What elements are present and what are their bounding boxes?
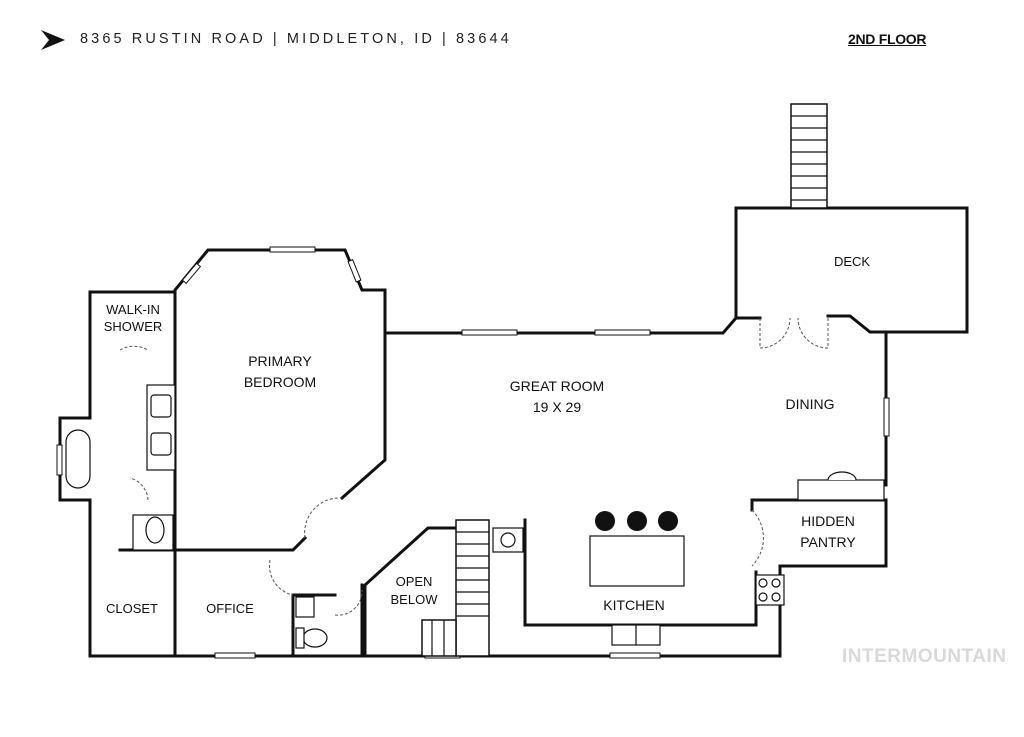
label-open-below-1: OPEN xyxy=(396,574,433,589)
header: 8365 RUSTIN ROAD | MIDDLETON, ID | 83644… xyxy=(0,0,1024,80)
stairs-landing xyxy=(421,619,457,657)
window-office xyxy=(214,652,256,659)
door-pantry xyxy=(751,509,764,567)
sink-icon xyxy=(295,596,315,618)
window-bedroom-top xyxy=(269,246,316,253)
pantry-shelf xyxy=(797,479,885,501)
label-office: OFFICE xyxy=(206,601,254,616)
window-great-1 xyxy=(461,329,518,336)
door-dining-right xyxy=(797,317,829,349)
kitchen-island xyxy=(589,535,685,587)
label-great-room: GREAT ROOM xyxy=(510,378,604,394)
bar-stools xyxy=(595,511,678,531)
window-bedroom-left xyxy=(181,262,202,285)
window-bedroom-right xyxy=(347,259,362,283)
window-dining xyxy=(883,397,890,437)
window-great-2 xyxy=(594,329,651,336)
label-primary-bedroom-1: PRIMARY xyxy=(248,353,312,369)
sink-icon xyxy=(150,394,172,418)
watermark-logo: INTERMOUNTAIN xyxy=(842,646,1006,667)
toilet-icon xyxy=(302,628,328,648)
door-wc xyxy=(129,477,149,501)
label-primary-bedroom-2: BEDROOM xyxy=(244,374,316,390)
wall-bedroom-bottom xyxy=(173,535,308,552)
floor-label: 2ND FLOOR xyxy=(848,31,927,47)
deck-stairs xyxy=(790,103,828,209)
door-bedroom xyxy=(304,497,343,539)
label-kitchen: KITCHEN xyxy=(603,597,664,613)
wall-open-below xyxy=(363,526,458,658)
label-walk-in-shower-1: WALK-IN xyxy=(106,302,160,317)
label-open-below-2: BELOW xyxy=(391,592,439,607)
bar-stool-icon xyxy=(658,511,678,531)
label-hidden-pantry-1: HIDDEN xyxy=(801,513,855,529)
property-address: 8365 RUSTIN ROAD | MIDDLETON, ID | 83644 xyxy=(80,31,512,47)
wall-deck xyxy=(734,206,969,334)
bathtub-icon xyxy=(65,429,91,489)
bar-stool-icon xyxy=(595,511,615,531)
door-dining-left xyxy=(759,317,791,349)
sink-icon xyxy=(150,432,172,456)
window-kitchen xyxy=(609,652,661,659)
bar-stool-icon xyxy=(627,511,647,531)
label-great-room-size: 19 X 29 xyxy=(533,399,581,415)
label-closet: CLOSET xyxy=(106,601,158,616)
wall-great-room-top xyxy=(383,316,762,335)
arrow-icon xyxy=(41,30,65,50)
label-walk-in-shower-2: SHOWER xyxy=(104,319,163,334)
label-hidden-pantry-2: PANTRY xyxy=(800,534,856,550)
door-shower xyxy=(119,345,149,351)
door-office-bath xyxy=(268,559,294,596)
interior-stairs xyxy=(455,519,490,657)
window-tub xyxy=(56,444,63,476)
door-bath-small xyxy=(334,589,363,616)
label-dining: DINING xyxy=(786,396,835,412)
label-deck: DECK xyxy=(834,254,870,269)
toilet-icon xyxy=(145,516,165,544)
